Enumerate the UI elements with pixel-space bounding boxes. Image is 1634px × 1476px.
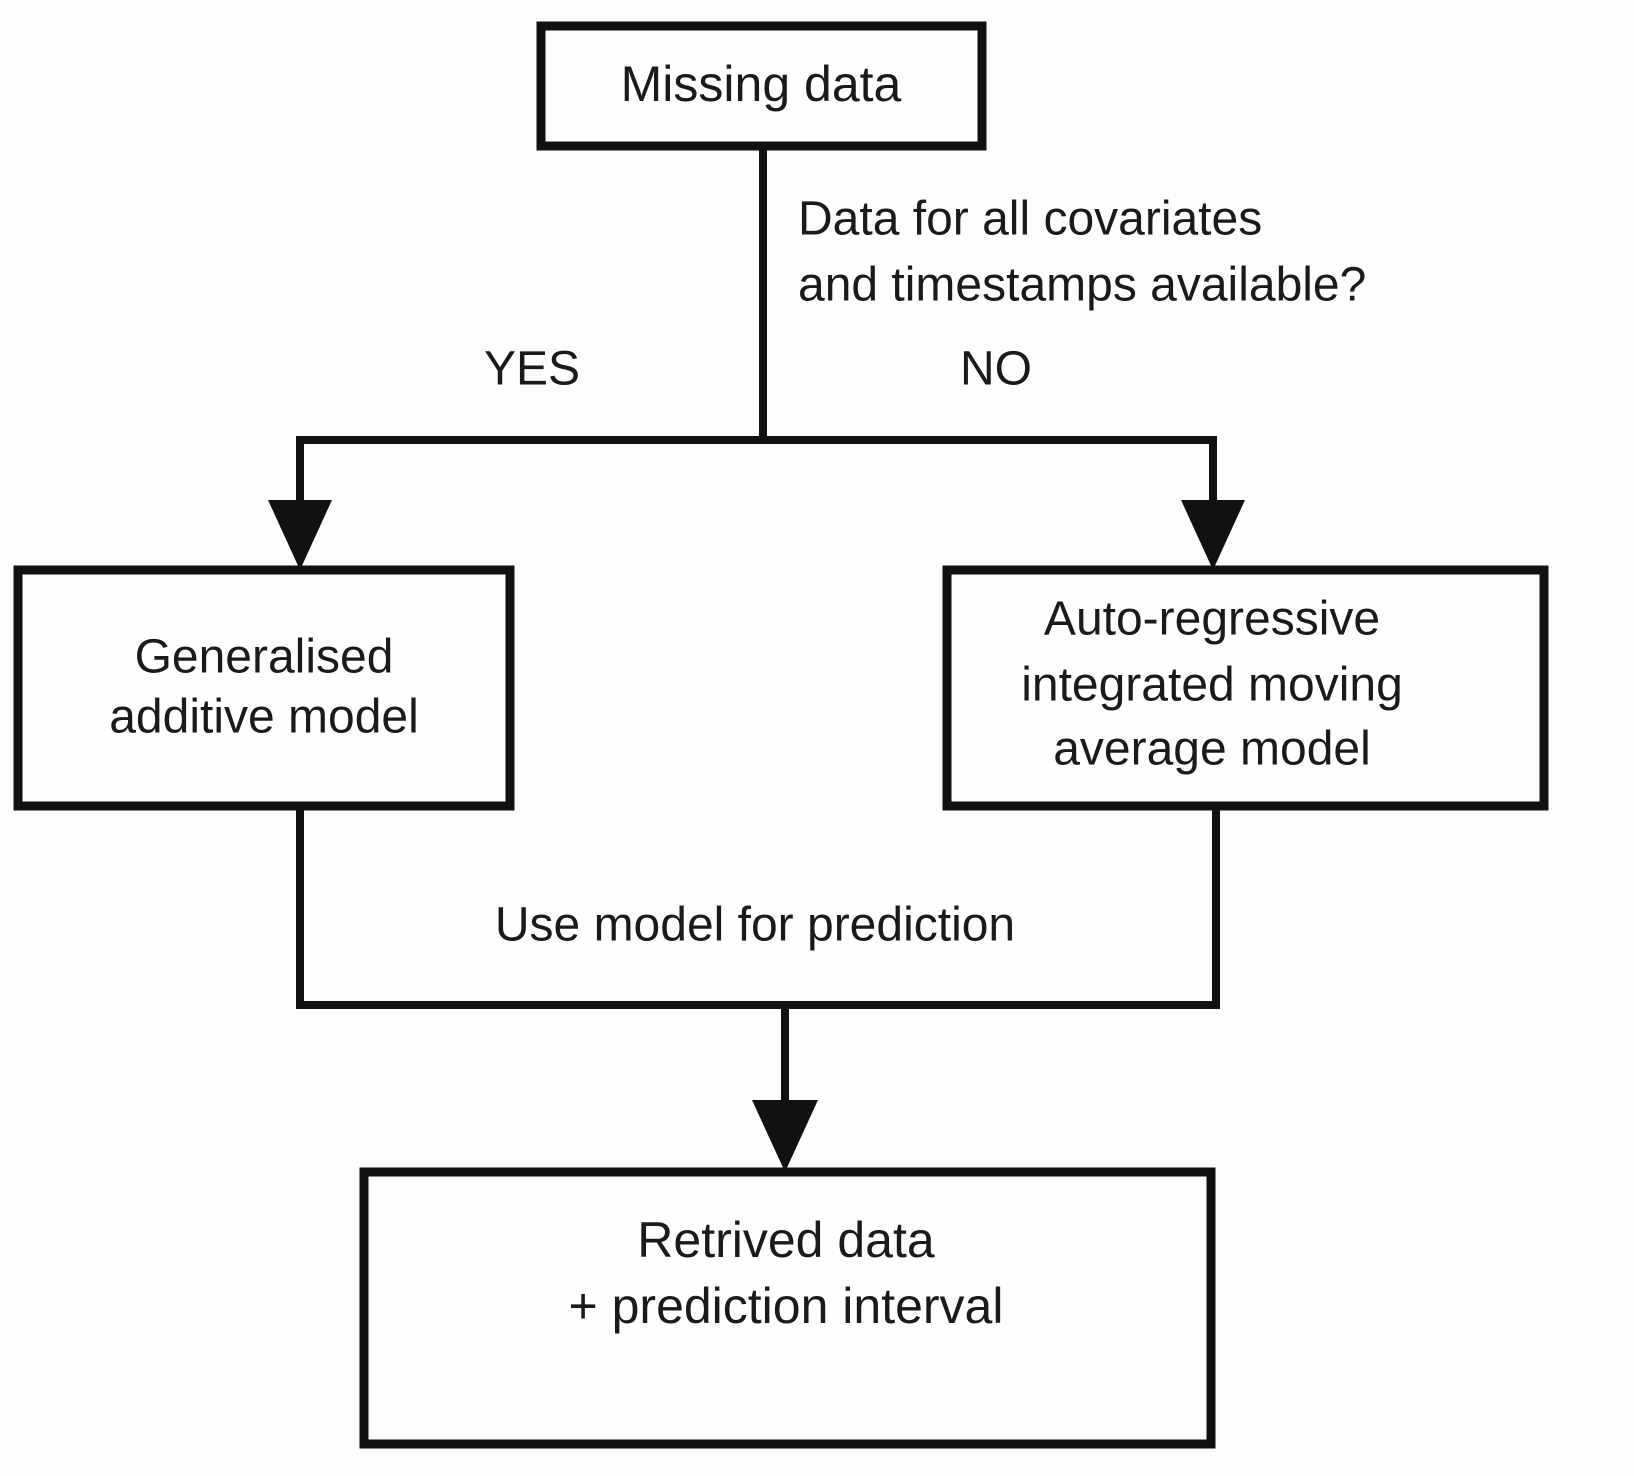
node-retrieved-label-line2: + prediction interval (569, 1278, 1004, 1334)
node-gam-label-line2: additive model (109, 691, 419, 744)
node-retrieved-data[interactable] (359, 1167, 1216, 1449)
node-gam-label-line1: Generalised (135, 631, 394, 684)
node-missing-data[interactable] (536, 21, 987, 151)
node-arima-label-line1: Auto-regressive (1044, 593, 1380, 646)
arrow-head-result (752, 1100, 818, 1172)
edge-label-no: NO (960, 343, 1032, 396)
node-arima-model[interactable] (942, 565, 1549, 811)
node-missing-data-label: Missing data (621, 56, 902, 112)
node-retrieved-label-line1: Retrived data (637, 1212, 935, 1268)
decision-question-line1: Data for all covariates (798, 193, 1262, 246)
decision-question-line2: and timestamps available? (798, 259, 1366, 312)
edge-label-yes: YES (484, 343, 580, 396)
edge-label-use-model-for-prediction: Use model for prediction (495, 899, 1015, 952)
node-arima-label-line3: average model (1053, 723, 1371, 776)
arrow-head-yes (268, 500, 332, 570)
node-arima-label-line2: integrated moving (1021, 659, 1403, 712)
node-generalised-additive-model[interactable] (13, 565, 515, 811)
arrow-head-no (1181, 500, 1245, 570)
